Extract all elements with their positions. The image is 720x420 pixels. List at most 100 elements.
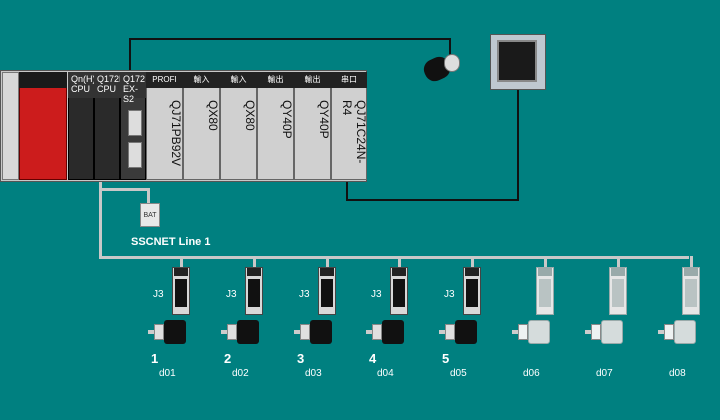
axis-label: d04 — [377, 368, 394, 379]
servo-motor-icon — [455, 320, 477, 344]
servo-amplifier-top — [538, 268, 552, 276]
servo-amplifier-display — [685, 279, 697, 307]
axis-label: d01 — [159, 368, 176, 379]
axis-label: d06 — [523, 368, 540, 379]
io-module-head-3: 輸入 — [220, 72, 257, 88]
power-supply-module — [19, 72, 67, 180]
servo-motor-icon — [164, 320, 186, 344]
bus-tap — [326, 256, 329, 268]
module-head-line1: Q172H — [97, 74, 126, 84]
connector-label: J3 — [299, 289, 310, 300]
io-module-head-5: 輸出 — [294, 72, 331, 88]
axis-label: d07 — [596, 368, 613, 379]
encoder-wire-left — [129, 38, 131, 72]
axis-number: 5 — [442, 351, 450, 366]
io-module-head-2: 輸入 — [183, 72, 220, 88]
servo-motor-icon — [528, 320, 550, 344]
motor-flange — [664, 324, 674, 340]
axis-label: d03 — [305, 368, 322, 379]
motor-shaft — [658, 330, 664, 334]
module-head-line2: CPU — [97, 84, 117, 94]
servo-amplifier-display — [321, 279, 333, 307]
servo-amplifier-top — [611, 268, 625, 276]
io-module-2 — [183, 72, 220, 180]
motor-flange — [518, 324, 528, 340]
module-head-line2: EX-S2 — [123, 84, 139, 104]
rack-module-label-3: Q172 EX-S2 — [120, 72, 146, 104]
module-head-line2: CPU — [71, 84, 91, 94]
axis-number: 3 — [297, 351, 305, 366]
rack-module-label-2: Q172H CPU — [94, 72, 126, 98]
motor-flange — [591, 324, 601, 340]
axis-number: 1 — [151, 351, 159, 366]
connector-port — [128, 142, 142, 168]
connector-label: J3 — [226, 289, 237, 300]
io-module-head-4: 輸出 — [257, 72, 294, 88]
module-head-line1: Qn(H) — [71, 74, 96, 84]
connector-label: J3 — [444, 289, 455, 300]
servo-amplifier-display — [175, 279, 187, 307]
module-head-line1: Q172 — [123, 74, 146, 84]
servo-amplifier-top — [320, 268, 334, 276]
io-module-model-3: QX80 — [243, 100, 257, 131]
axis-label: d05 — [450, 368, 467, 379]
encoder-wire-right — [449, 38, 451, 60]
rack-module-label-1: Qn(H) CPU — [68, 72, 96, 98]
motor-shaft — [221, 330, 227, 334]
io-module-model-4: QY40P — [280, 100, 294, 139]
sscnet-drop — [99, 182, 102, 258]
motor-shaft — [148, 330, 154, 334]
network-label: SSCNET Line 1 — [131, 236, 211, 248]
motor-shaft — [439, 330, 445, 334]
motor-flange — [227, 324, 237, 340]
servo-amplifier-top — [392, 268, 406, 276]
motor-shaft — [294, 330, 300, 334]
motor-shaft — [512, 330, 518, 334]
servo-amplifier-display — [466, 279, 478, 307]
io-module-6 — [331, 72, 367, 180]
io-module-5 — [294, 72, 331, 180]
servo-amplifier-display — [539, 279, 551, 307]
connector-label: J3 — [371, 289, 382, 300]
io-module-model-1: QJ71PB92V — [169, 100, 183, 167]
bus-tap — [617, 256, 620, 268]
servo-motor-icon — [674, 320, 696, 344]
bus-tap — [690, 256, 693, 268]
bus-tap — [471, 256, 474, 268]
servo-amplifier-top — [247, 268, 261, 276]
bus-tap — [180, 256, 183, 268]
io-module-head-1: PROFI — [146, 72, 183, 88]
sscnet-bus — [99, 256, 689, 259]
bus-tap — [253, 256, 256, 268]
servo-amplifier-top — [465, 268, 479, 276]
io-module-3 — [220, 72, 257, 180]
io-module-1 — [146, 72, 183, 180]
servo-amplifier-display — [248, 279, 260, 307]
connector-port — [128, 110, 142, 136]
power-supply-panel — [2, 72, 19, 180]
motor-flange — [372, 324, 382, 340]
bat-link — [99, 188, 149, 191]
servo-motor-icon — [601, 320, 623, 344]
axis-number: 4 — [369, 351, 377, 366]
encoder-face — [444, 54, 460, 72]
motor-flange — [445, 324, 455, 340]
motor-shaft — [366, 330, 372, 334]
servo-motor-icon — [310, 320, 332, 344]
axis-number: 2 — [224, 351, 232, 366]
power-supply-head — [19, 72, 67, 88]
connector-label: J3 — [153, 289, 164, 300]
hmi-wire-vertical — [517, 90, 519, 200]
motor-shaft — [585, 330, 591, 334]
encoder-wire-top — [129, 38, 451, 40]
servo-motor-icon — [382, 320, 404, 344]
io-module-4 — [257, 72, 294, 180]
io-module-model-2: QX80 — [206, 100, 220, 131]
bus-tap — [398, 256, 401, 268]
servo-amplifier-top — [684, 268, 698, 276]
bus-tap — [544, 256, 547, 268]
hmi-wire-horizontal — [346, 199, 519, 201]
io-module-head-6: 串口 — [331, 72, 367, 88]
motor-flange — [154, 324, 164, 340]
